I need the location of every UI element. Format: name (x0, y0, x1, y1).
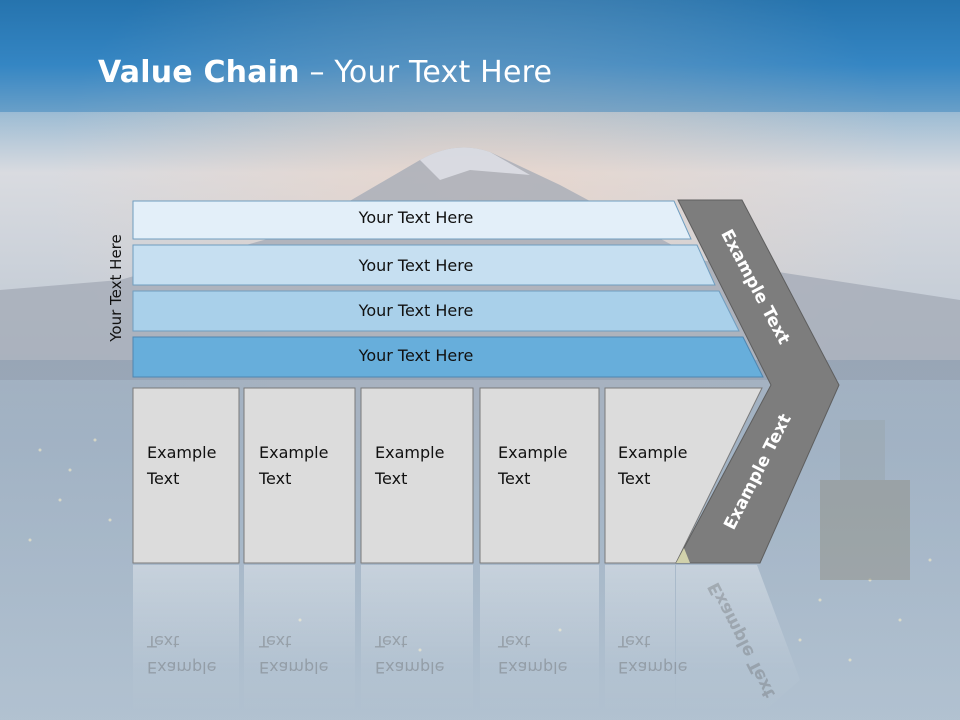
cell-4[interactable] (479, 387, 600, 564)
bar-4-label: Your Text Here (358, 346, 474, 365)
bar-3-label: Your Text Here (358, 301, 474, 320)
bar-4[interactable] (132, 336, 764, 378)
reflection (133, 565, 800, 715)
bar-2-label: Your Text Here (358, 256, 474, 275)
bar-3[interactable] (132, 290, 740, 332)
cell-3[interactable] (360, 387, 474, 564)
slide-title: Value Chain – Your Text Here (98, 55, 552, 90)
chevron-arrow[interactable] (675, 199, 840, 564)
bar-1-label: Your Text Here (358, 208, 474, 227)
bar-2[interactable] (132, 244, 716, 286)
cell-1[interactable] (132, 387, 240, 564)
bar-1[interactable] (132, 200, 692, 240)
cell-2[interactable] (243, 387, 356, 564)
slide-title-bold: Value Chain (98, 55, 300, 90)
slide-title-rest: – Your Text Here (299, 55, 553, 90)
